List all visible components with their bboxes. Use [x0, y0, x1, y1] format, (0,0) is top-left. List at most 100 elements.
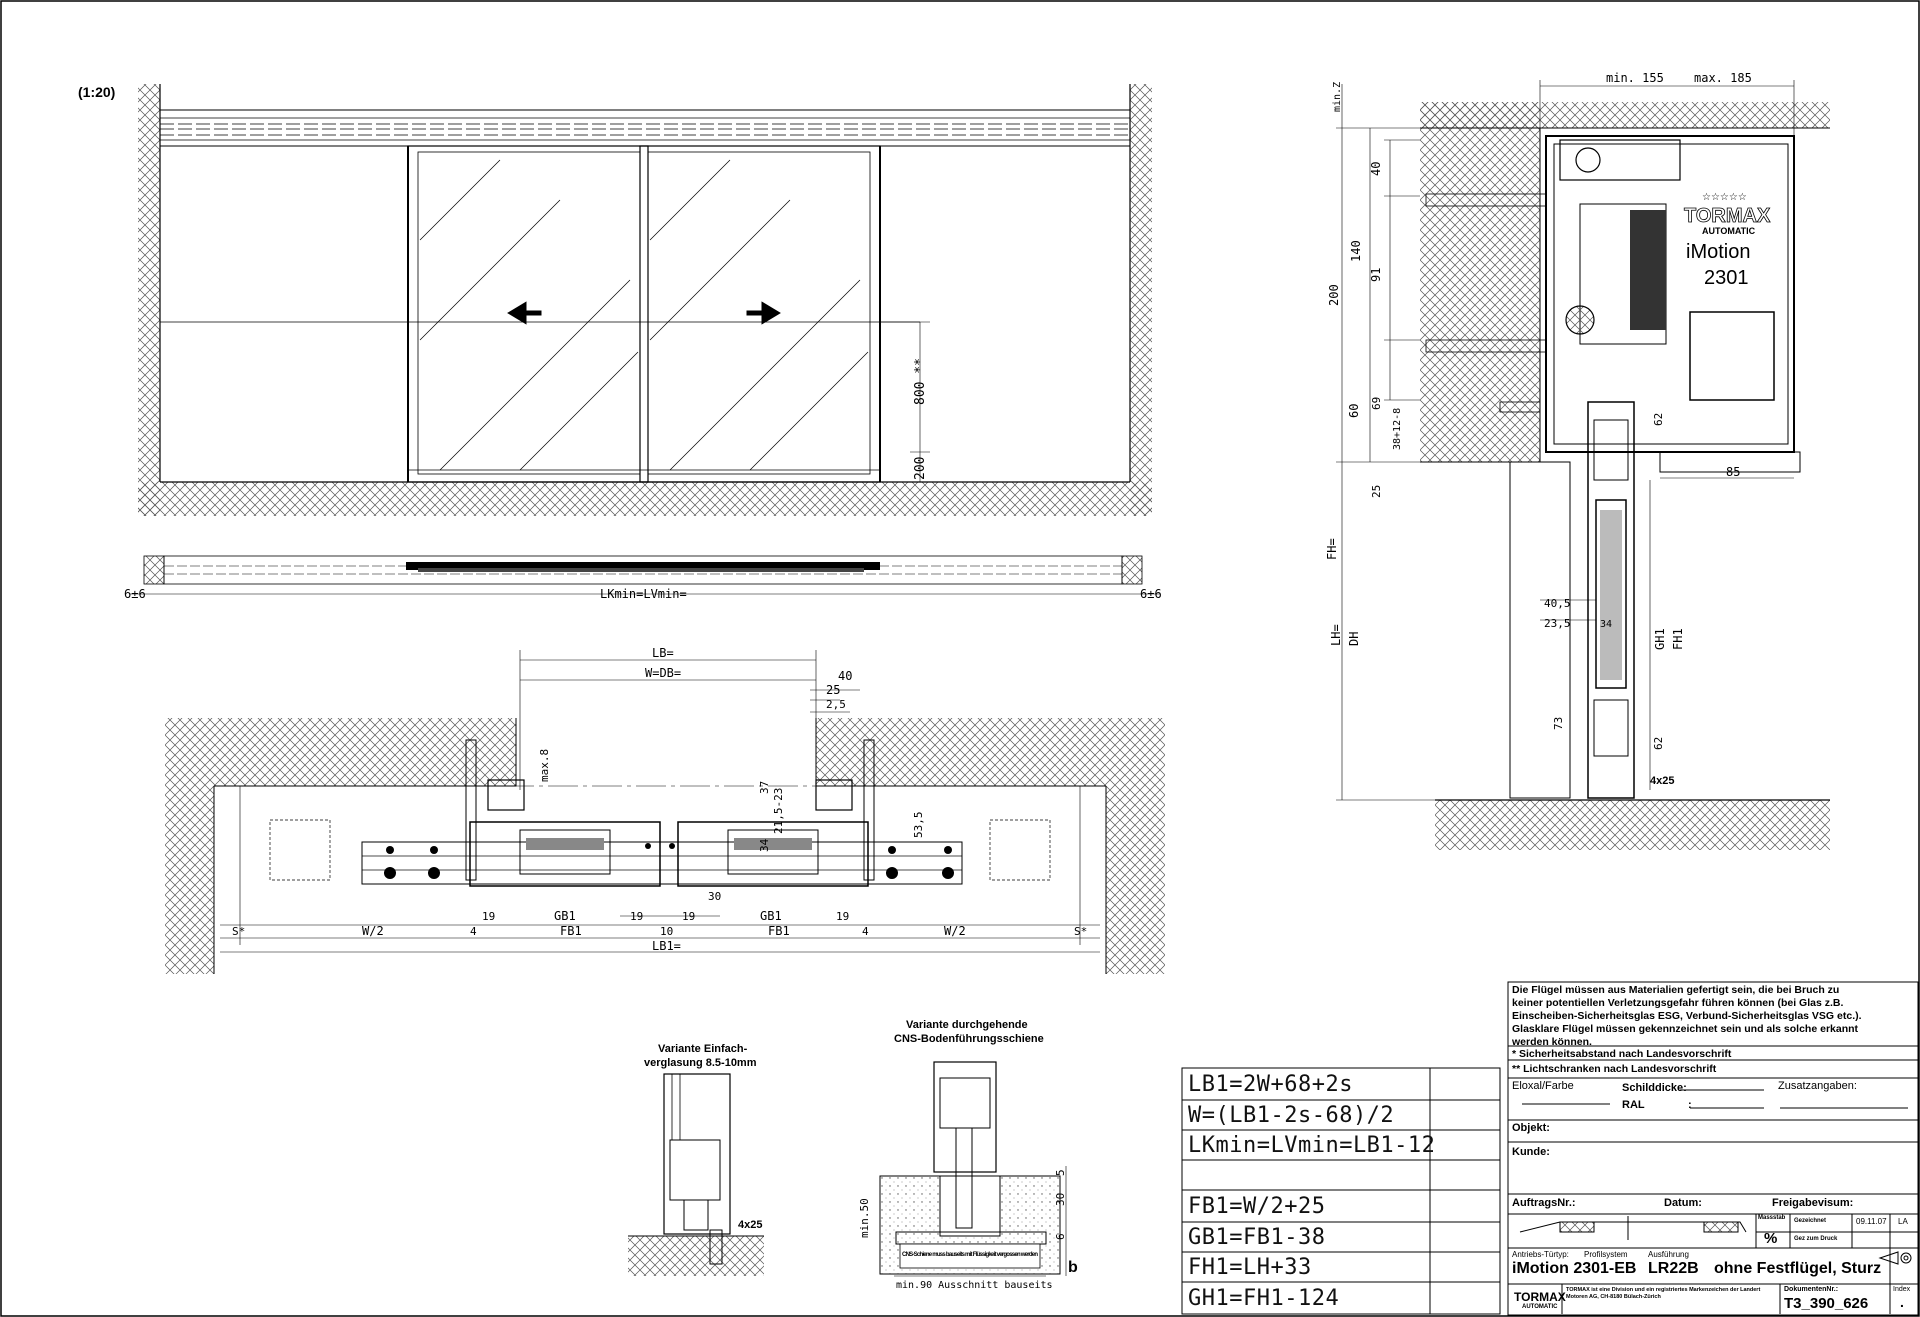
formula-gh1: GH1=FH1-124 — [1188, 1286, 1340, 1311]
dim-2-5: 2,5 — [826, 698, 846, 711]
vertical-section: ☆☆☆☆☆ TORMAX AUTOMATIC iMotion 2301 — [1325, 71, 1830, 850]
title-block-frame — [1507, 981, 1919, 1316]
dim-200: 200 — [913, 457, 928, 480]
formula-fh1: FH1=LH+33 — [1188, 1255, 1312, 1280]
tb-antrieb: iMotion 2301-EB — [1512, 1260, 1637, 1277]
tol-right: 6±6 — [1140, 587, 1162, 601]
dim-10: 10 — [660, 925, 673, 938]
plan-section: LB= W=DB= 40 25 2,5 max.8 37 21,5-23 34 … — [165, 646, 1165, 974]
dim-34: 34 — [758, 838, 771, 852]
dim-25: 25 — [826, 683, 840, 697]
left-arrow-icon — [507, 301, 542, 325]
dim-69: 69 — [1370, 397, 1383, 410]
tb-note-lightbarrier: ** Lichtschranken nach Landesvorschrift — [1512, 1063, 1717, 1075]
tb-ausf-label: Ausführung — [1648, 1250, 1689, 1259]
brand-tormax: TORMAX — [1684, 205, 1771, 227]
tb-massstab: Massstab — [1758, 1215, 1786, 1221]
dim-73: 73 — [1552, 717, 1565, 730]
tb-eloxal: Eloxal/Farbe — [1512, 1080, 1574, 1092]
tb-datum: Datum: — [1664, 1197, 1702, 1209]
dim-s-left: S* — [232, 925, 245, 938]
dl-4x25: 4x25 — [738, 1219, 762, 1231]
tb-glass-note: Die Flügel müssen aus Materialien gefert… — [1512, 984, 1862, 1048]
dim-lh: LH= — [1329, 624, 1343, 646]
dim-dh: DH — [1347, 632, 1361, 646]
dim-140: 140 — [1349, 240, 1363, 262]
dim-62b: 62 — [1652, 737, 1665, 750]
formula-table — [1181, 1067, 1501, 1315]
dl-title1: Variante Einfach- — [658, 1043, 748, 1055]
dim-38: 38+12-8 — [1392, 408, 1403, 450]
dim-s-right: S* — [1074, 925, 1087, 938]
tb-gezum: Gez zum Druck — [1794, 1236, 1838, 1242]
scale-label: (1:20) — [78, 84, 116, 100]
front-elevation: 800 ** 200 — [138, 84, 1152, 516]
dim-w2-right: W/2 — [944, 924, 966, 938]
dr-note: CNS-Schiene muss bauseits mit Flüssigkei… — [902, 1252, 1038, 1258]
profile-symbol — [1519, 1216, 1747, 1240]
tb-index: . — [1900, 1294, 1904, 1310]
dim-gb1a: GB1 — [554, 909, 576, 923]
tb-ausf: ohne Festflügel, Sturz — [1714, 1260, 1882, 1277]
dr-6: 6 — [1054, 1233, 1067, 1240]
dim-fb1a: FB1 — [560, 924, 582, 938]
dim-21: 21,5-23 — [772, 788, 785, 834]
dim-19a: 19 — [482, 910, 495, 923]
tb-dok-label: DokumentenNr.: — [1784, 1286, 1839, 1293]
tb-profil: LR22B — [1648, 1260, 1699, 1277]
tol-left: 6±6 — [124, 587, 146, 601]
dr-5: 5 — [1054, 1169, 1067, 1176]
model-imotion: iMotion — [1686, 241, 1750, 263]
tb-percent: % — [1764, 1230, 1778, 1247]
dr-b: b — [1068, 1259, 1078, 1276]
right-arrow-icon — [746, 301, 781, 325]
model-2301: 2301 — [1704, 267, 1749, 289]
tb-auftrag: AuftragsNr.: — [1512, 1197, 1576, 1209]
tb-gez-date: 09.11.07 — [1856, 1217, 1887, 1226]
dim-60: 60 — [1347, 404, 1361, 418]
dim-lb1: LB1= — [652, 939, 681, 953]
dim-fh: FH= — [1325, 538, 1339, 560]
dim-lb: LB= — [652, 646, 674, 660]
dim-40: 40 — [838, 669, 852, 683]
dr-title1: Variante durchgehende — [906, 1019, 1028, 1031]
dim-fh1: FH1 — [1671, 628, 1685, 650]
formula-lb1: LB1=2W+68+2s — [1188, 1072, 1353, 1097]
lk-dim: LKmin=LVmin= — [600, 587, 687, 601]
tb-ral: RAL — [1622, 1099, 1645, 1111]
dim-4b: 4 — [862, 925, 869, 938]
dim-53: 53,5 — [912, 812, 925, 839]
dim-62a: 62 — [1652, 413, 1665, 426]
detail-single-glazing: Variante Einfach- verglasung 8.5-10mm 4x… — [628, 1043, 764, 1276]
dim-fb1b: FB1 — [768, 924, 790, 938]
dim-23-5: 23,5 — [1544, 617, 1571, 630]
projection-symbol-icon — [1878, 1251, 1912, 1265]
dr-min90: min.90 Ausschnitt bauseits — [896, 1280, 1053, 1291]
dim-min155: min. 155 — [1606, 71, 1664, 85]
dim-40: 40 — [1369, 162, 1383, 176]
tb-kunde: Kunde: — [1512, 1146, 1550, 1158]
dim-19c: 19 — [682, 910, 695, 923]
tb-logo-sub: AUTOMATIC — [1522, 1304, 1558, 1310]
dim-40-5: 40,5 — [1544, 597, 1571, 610]
dim-max8: max.8 — [538, 749, 551, 782]
formula-w: W=(LB1-2s-68)/2 — [1188, 1103, 1395, 1128]
tb-objekt: Objekt: — [1512, 1122, 1550, 1134]
detail-cns-rail: Variante durchgehende CNS-Bodenführungss… — [858, 1019, 1078, 1291]
dim-800: 800 ** — [913, 358, 928, 405]
dim-25: 25 — [1370, 485, 1383, 498]
tb-profil-label: Profilsystem — [1584, 1250, 1628, 1259]
tb-copyright: TORMAX ist eine Division und ein registr… — [1566, 1287, 1761, 1300]
dim-gh1: GH1 — [1653, 628, 1667, 650]
dim-34-sec: 34 — [1600, 619, 1612, 630]
dr-title2: CNS-Bodenführungsschiene — [894, 1033, 1044, 1045]
formula-gb1: GB1=FB1-38 — [1188, 1225, 1326, 1250]
dim-gb1b: GB1 — [760, 909, 782, 923]
dr-min50: min.50 — [858, 1198, 871, 1238]
dim-19b: 19 — [630, 910, 643, 923]
dim-200: 200 — [1327, 284, 1341, 306]
tb-zusatz: Zusatzangaben: — [1778, 1080, 1857, 1092]
brand-sub: AUTOMATIC — [1702, 226, 1756, 236]
